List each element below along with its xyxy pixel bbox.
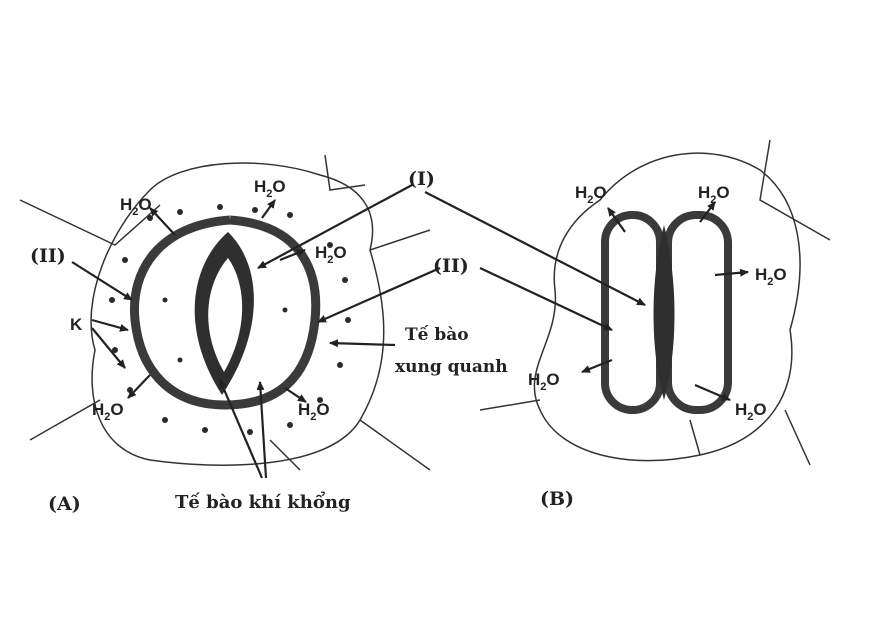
arrow-K-2: [91, 327, 126, 369]
label-I: (I): [408, 168, 435, 190]
arrow-II-left: [71, 261, 133, 301]
guard-cell-right-b: [664, 211, 732, 414]
arrow-guard-1: [218, 379, 264, 479]
cell-wall-line: [19, 199, 161, 246]
label-surrounding-line2: xung quanh: [395, 357, 508, 377]
h2o-label: H2O: [735, 400, 767, 423]
label-II-left: (II): [30, 245, 66, 267]
cell-wall-line: [689, 419, 701, 456]
water-arrow: [284, 387, 307, 403]
label-surrounding-line1: Tế bào: [405, 325, 469, 345]
stomatal-pore-b: [653, 225, 675, 400]
cell-wall-line: [29, 399, 101, 441]
h2o-label: H2O: [120, 195, 152, 218]
water-arrow: [714, 268, 749, 277]
guard-cell-left-b: [601, 211, 664, 414]
arrow-I-a: [257, 184, 413, 269]
surrounding-cell-outline-b: [533, 152, 801, 462]
h2o-label: H2O: [698, 183, 730, 206]
water-arrow: [581, 358, 613, 374]
cell-wall-line: [269, 439, 301, 471]
potassium-dots: [109, 204, 351, 435]
guard-cell-right-a: [224, 215, 321, 410]
water-arrow: [261, 199, 276, 219]
cell-wall-line: [479, 399, 541, 411]
arrow-II-b: [479, 267, 613, 331]
h2o-label: H2O: [528, 370, 560, 393]
water-arrow: [699, 201, 716, 223]
cell-wall-line: [369, 229, 431, 251]
label-II-right: (II): [433, 255, 469, 277]
water-arrow: [694, 383, 731, 402]
water-arrow: [127, 374, 151, 399]
label-guard-cell: Tế bào khí khổng: [175, 489, 351, 513]
diagram-a: H2O H2O H2O H2O H2O (I) (II) (II) K Tế b…: [19, 154, 508, 515]
caption-a: (A): [48, 493, 81, 515]
water-arrow: [279, 248, 306, 262]
water-arrow: [607, 207, 626, 233]
arrow-II-right: [317, 266, 441, 324]
surrounding-cell-outline-a: [90, 162, 385, 466]
arrow-I-b: [424, 191, 646, 306]
label-K: K: [70, 315, 83, 334]
arrow-guard-2: [256, 381, 268, 479]
h2o-label: H2O: [92, 400, 124, 423]
cell-wall-line: [359, 419, 431, 471]
h2o-label: H2O: [575, 183, 607, 206]
arrow-K-1: [91, 318, 129, 332]
h2o-label: H2O: [755, 265, 787, 288]
cell-wall-line: [759, 139, 831, 241]
guard-cell-left-a: [129, 215, 231, 410]
diagram-b: H2O H2O H2O H2O H2O (B): [424, 139, 831, 510]
h2o-label: H2O: [298, 400, 330, 423]
cell-wall-line: [784, 409, 811, 466]
arrow-surrounding: [329, 339, 396, 348]
cell-wall-line: [324, 154, 366, 191]
h2o-label: H2O: [254, 177, 286, 200]
water-arrow: [149, 207, 176, 236]
pore-opening-a: [208, 258, 243, 372]
caption-b: (B): [540, 488, 574, 510]
h2o-label: H2O: [315, 243, 347, 266]
